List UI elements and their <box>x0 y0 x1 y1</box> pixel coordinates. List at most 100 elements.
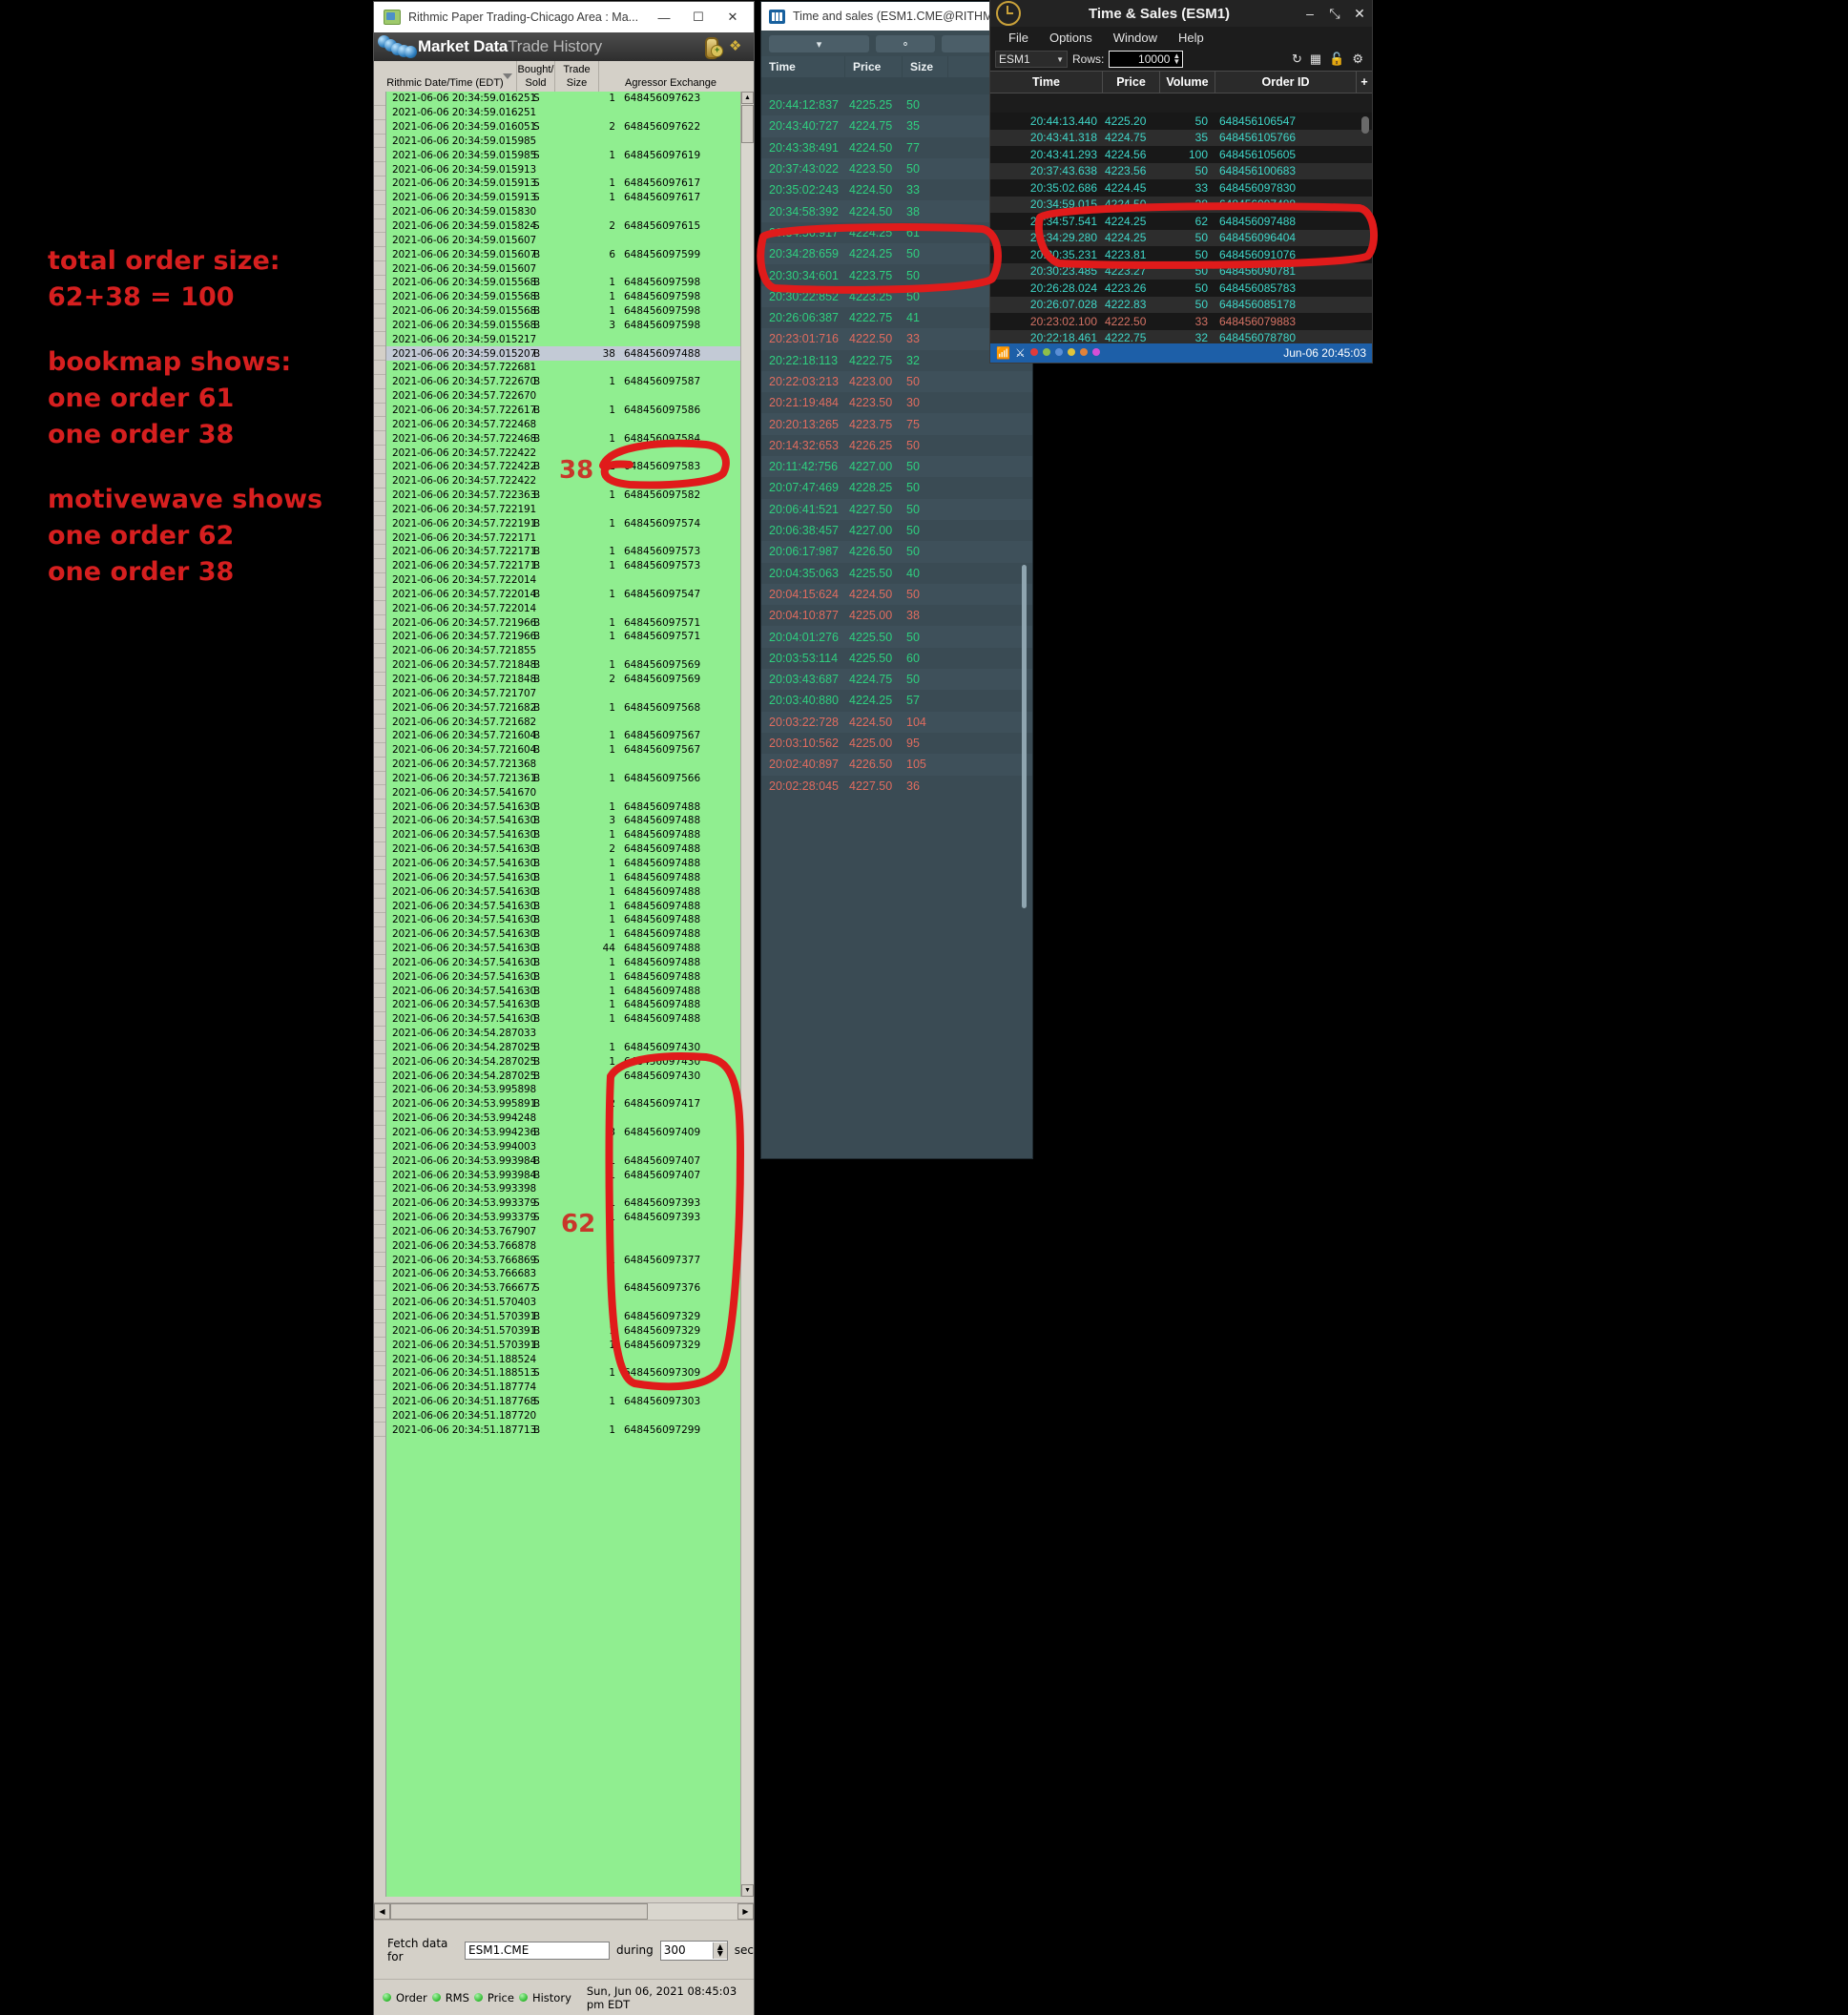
horizontal-scroll-thumb[interactable] <box>390 1903 648 1920</box>
column-header-volume[interactable]: Volume <box>1160 72 1215 93</box>
table-row[interactable]: 2021-06-06 20:34:59.015607 <box>386 261 754 276</box>
close-button[interactable]: ✕ <box>727 10 738 24</box>
controls-bar[interactable]: ESM1 ▼ Rows: 10000 ▲▼ ↻ ▦ 🔓 ⚙ <box>990 48 1372 71</box>
column-header-bought-sold[interactable]: Bought/ Sold <box>517 61 555 92</box>
table-row[interactable]: 2021-06-06 20:34:59.015985 <box>386 135 754 149</box>
table-row[interactable]: 2021-06-06 20:34:53.767907 <box>386 1225 754 1239</box>
spark-icon[interactable]: ❖ <box>729 38 742 54</box>
vertical-scroll-thumb[interactable] <box>741 105 754 143</box>
table-row[interactable]: 2021-06-06 20:34:54.287033 <box>386 1027 754 1041</box>
time-and-sales-toolbar[interactable]: ▾ ⚬ <box>761 31 1032 56</box>
fetch-symbol-input[interactable] <box>465 1941 611 1960</box>
time-sales-esm1-window[interactable]: Time & Sales (ESM1) – ⤡ ✕ File Options W… <box>990 0 1372 363</box>
toolbar-icons[interactable]: ↻ ▦ 🔓 ⚙ <box>1292 52 1367 67</box>
add-column-button[interactable]: + <box>1360 75 1368 89</box>
menu-item-options[interactable]: Options <box>1049 30 1092 45</box>
stepper-arrows-icon[interactable]: ▲▼ <box>712 1942 727 1959</box>
table-row[interactable]: 2021-06-06 20:34:57.721682 <box>386 715 754 729</box>
table-row[interactable]: 2021-06-06 20:34:51.188524 <box>386 1352 754 1366</box>
table-row[interactable]: 2021-06-06 20:34:57.721368 <box>386 758 754 772</box>
time-and-sales-scroll-thumb[interactable] <box>1022 565 1027 908</box>
scroll-right-arrow-icon[interactable]: ▶ <box>737 1903 754 1920</box>
column-header-order-id[interactable]: Order ID <box>1215 72 1357 93</box>
table-row[interactable]: 2021-06-06 20:34:53.993398 <box>386 1182 754 1196</box>
duration-input[interactable] <box>660 1942 713 1959</box>
minimize-button[interactable]: – <box>1306 6 1314 21</box>
table-row[interactable]: 2021-06-06 20:34:53.766878 <box>386 1238 754 1253</box>
refresh-icon[interactable]: ↻ <box>1291 52 1302 66</box>
column-header-price[interactable]: Price <box>1103 72 1160 93</box>
table-row[interactable]: 2021-06-06 20:34:53.994003 <box>386 1139 754 1153</box>
table-row[interactable]: 2021-06-06 20:34:51.187720 <box>386 1408 754 1423</box>
menubar[interactable]: File Options Window Help <box>990 27 1372 48</box>
fetch-data-bar[interactable]: Fetch data for during ▲▼ sec <box>374 1920 754 1980</box>
horizontal-scrollbar[interactable]: ◀ ▶ <box>374 1902 754 1920</box>
maximize-button[interactable]: ☐ <box>693 10 704 24</box>
horizontal-scroll-track[interactable] <box>648 1903 737 1920</box>
column-header-size[interactable]: Size <box>903 56 948 77</box>
column-header-price[interactable]: Price <box>845 56 903 77</box>
vertical-scrollbar[interactable]: ▲ ▼ <box>740 92 754 1897</box>
menu-item-help[interactable]: Help <box>1178 30 1204 45</box>
table-row[interactable]: 2021-06-06 20:34:57.722171 <box>386 530 754 545</box>
table-row[interactable]: 2021-06-06 20:34:51.187774 <box>386 1381 754 1395</box>
table-row[interactable]: 2021-06-06 20:34:57.721855 <box>386 644 754 658</box>
table-row[interactable]: 2021-06-06 20:34:57.722670 <box>386 389 754 404</box>
stepper-arrows-icon[interactable]: ▲▼ <box>1173 52 1181 66</box>
